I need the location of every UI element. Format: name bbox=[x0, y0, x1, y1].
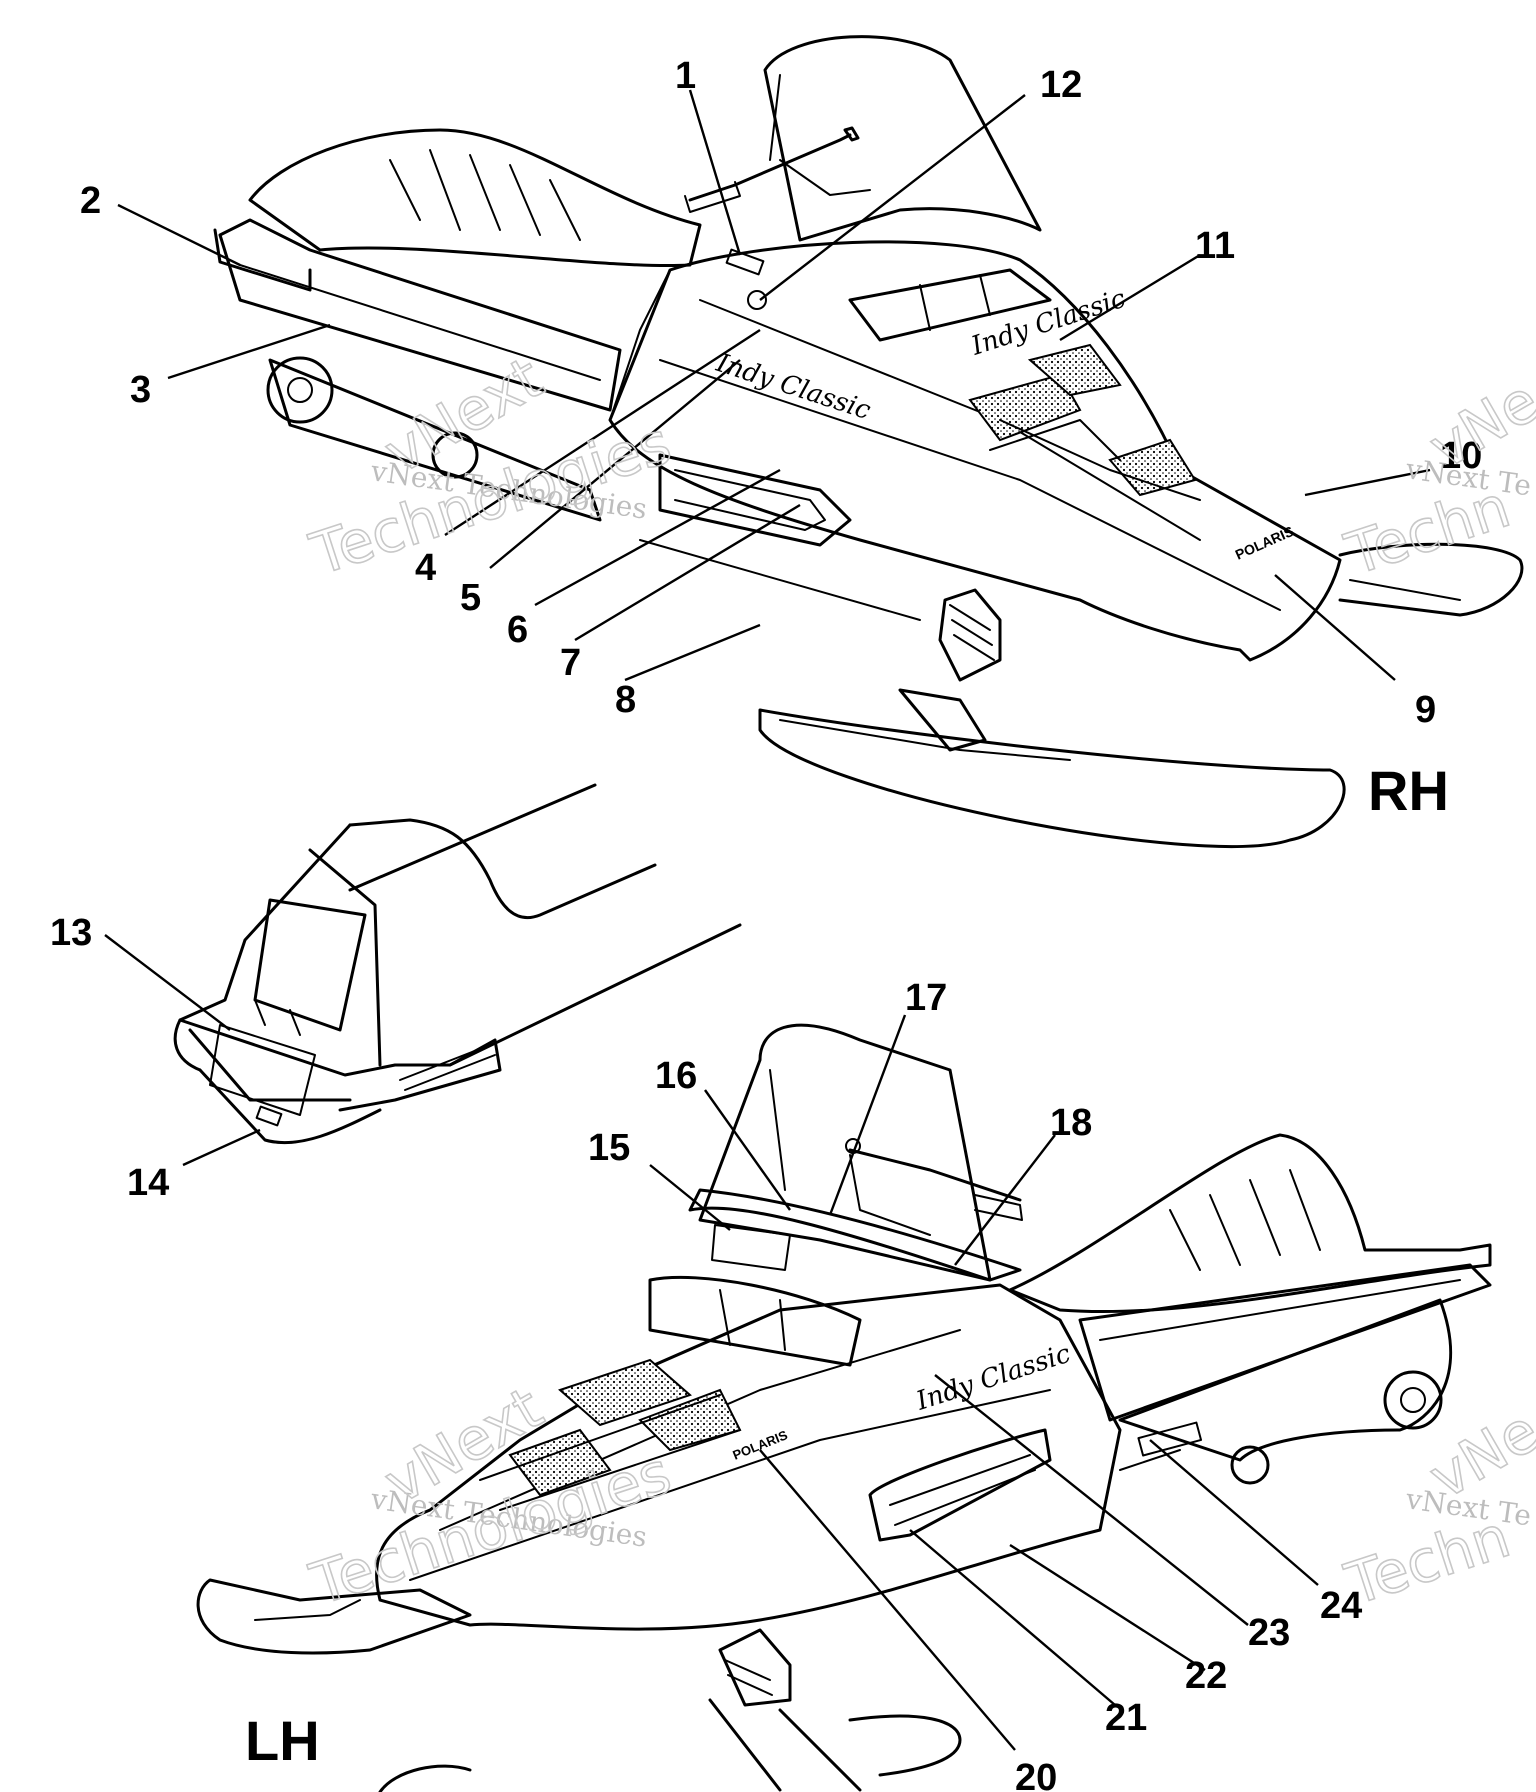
callout-21: 21 bbox=[1105, 1697, 1147, 1739]
callout-12: 12 bbox=[1040, 64, 1082, 106]
callout-24: 24 bbox=[1320, 1585, 1362, 1627]
callout-1: 1 bbox=[675, 55, 696, 97]
decal-brand-rh: POLARIS bbox=[1233, 523, 1296, 563]
callout-2: 2 bbox=[80, 180, 101, 222]
callout-6: 6 bbox=[507, 609, 528, 651]
watermark-edge-big-2: Techn bbox=[1337, 472, 1517, 588]
callout-5: 5 bbox=[460, 577, 481, 619]
decal-brand-lh: POLARIS bbox=[731, 1427, 790, 1463]
callout-8: 8 bbox=[615, 679, 636, 721]
callout-11: 11 bbox=[1195, 225, 1235, 267]
watermark-edge-big-4: Techn bbox=[1337, 1502, 1517, 1618]
rear-detail bbox=[173, 783, 742, 1145]
callout-18: 18 bbox=[1050, 1102, 1092, 1144]
callout-15: 15 bbox=[588, 1127, 630, 1169]
callout-16: 16 bbox=[655, 1055, 697, 1097]
callout-4: 4 bbox=[415, 547, 436, 589]
callout-23: 23 bbox=[1248, 1612, 1290, 1654]
callout-22: 22 bbox=[1185, 1655, 1227, 1697]
callout-13: 13 bbox=[50, 912, 92, 954]
callout-7: 7 bbox=[560, 642, 581, 684]
rh-leader-lines bbox=[117, 89, 1431, 682]
decal-indy-classic-lh: Indy Classic bbox=[912, 1339, 1075, 1417]
callout-17: 17 bbox=[905, 977, 947, 1019]
callout-9: 9 bbox=[1415, 689, 1436, 731]
lh-snowmobile: Indy Classic POLARIS bbox=[196, 1023, 1492, 1792]
side-label-lh: LH bbox=[245, 1709, 320, 1772]
callout-numbers: 1 2 3 4 5 6 7 8 9 10 11 12 13 14 15 16 1… bbox=[50, 55, 1482, 1792]
callout-3: 3 bbox=[130, 369, 151, 411]
lh-leader-lines bbox=[104, 934, 1319, 1751]
decal-indy-classic-hood: Indy Classic bbox=[967, 284, 1130, 362]
callout-14: 14 bbox=[127, 1162, 169, 1204]
side-label-rh: RH bbox=[1368, 759, 1449, 822]
callout-20: 20 bbox=[1015, 1757, 1057, 1792]
callout-10: 10 bbox=[1440, 435, 1482, 477]
